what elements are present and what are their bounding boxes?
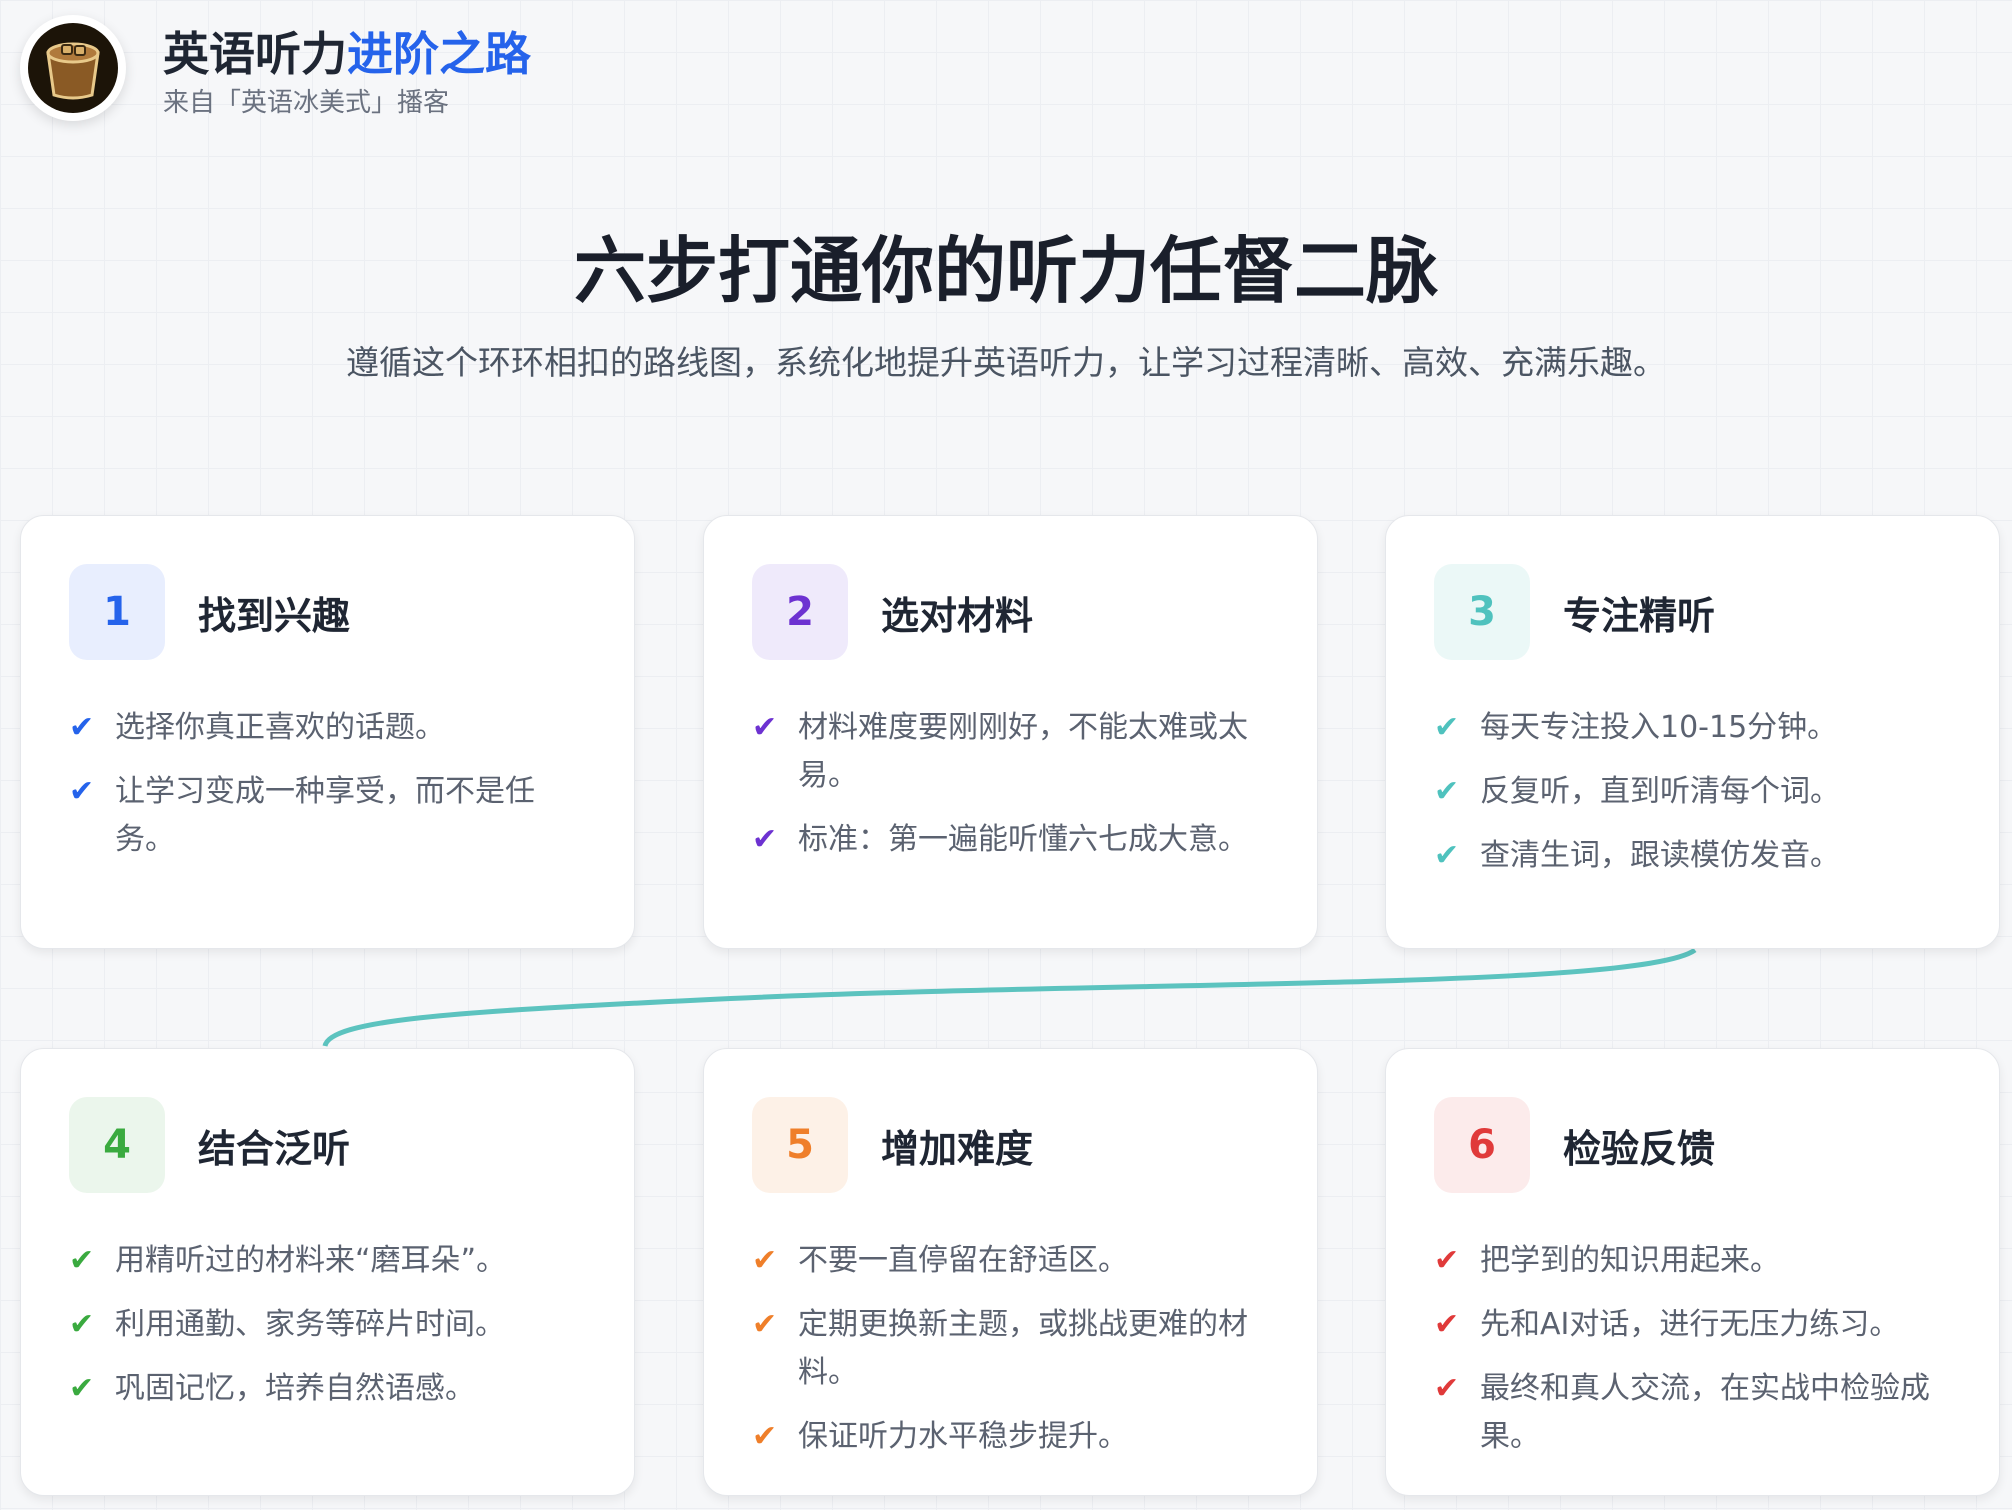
list-item-text: 用精听过的材料来“磨耳朵”。	[115, 1243, 507, 1278]
list-item-text: 让学习变成一种享受，而不是任务。	[115, 774, 535, 857]
check-icon: ✔	[1434, 1371, 1460, 1406]
check-icon: ✔	[69, 1371, 95, 1406]
list-item: ✔ 把学到的知识用起来。	[1434, 1237, 1951, 1285]
step-number-badge: 3	[1434, 564, 1530, 660]
step-card-2: 2 选对材料 ✔ 材料难度要刚刚好，不能太难或太易。 ✔ 标准：第一遍能听懂六七成大意。	[703, 515, 1318, 949]
list-item-text: 查清生词，跟读模仿发音。	[1480, 838, 1840, 873]
list-item: ✔ 材料难度要刚刚好，不能太难或太易。	[752, 704, 1269, 800]
list-item-text: 不要一直停留在舒适区。	[798, 1243, 1128, 1278]
podcast-logo	[20, 15, 126, 121]
list-item-text: 选择你真正喜欢的话题。	[115, 710, 445, 745]
list-item: ✔ 查清生词，跟读模仿发音。	[1434, 832, 1951, 880]
check-icon: ✔	[752, 1419, 778, 1454]
iced-coffee-icon	[28, 23, 118, 113]
step-list: ✔ 用精听过的材料来“磨耳朵”。 ✔ 利用通勤、家务等碎片时间。 ✔ 巩固记忆，培养自然语…	[69, 1237, 586, 1413]
list-item: ✔ 用精听过的材料来“磨耳朵”。	[69, 1237, 586, 1285]
step-header: 4 结合泛听	[69, 1097, 586, 1193]
step-header: 2 选对材料	[752, 564, 1269, 660]
check-icon: ✔	[1434, 1307, 1460, 1342]
list-item: ✔ 先和AI对话，进行无压力练习。	[1434, 1301, 1951, 1349]
list-item: ✔ 标准：第一遍能听懂六七成大意。	[752, 816, 1269, 864]
list-item-text: 保证听力水平稳步提升。	[798, 1419, 1128, 1454]
step-list: ✔ 材料难度要刚刚好，不能太难或太易。 ✔ 标准：第一遍能听懂六七成大意。	[752, 704, 1269, 864]
list-item: ✔ 利用通勤、家务等碎片时间。	[69, 1301, 586, 1349]
list-item-text: 最终和真人交流，在实战中检验成果。	[1480, 1371, 1930, 1454]
check-icon: ✔	[1434, 1243, 1460, 1278]
step-title: 增加难度	[881, 1126, 1034, 1171]
step-list: ✔ 把学到的知识用起来。 ✔ 先和AI对话，进行无压力练习。 ✔ 最终和真人交流，在实战中…	[1434, 1237, 1951, 1461]
step-number-badge: 5	[752, 1097, 848, 1193]
step-card-4: 4 结合泛听 ✔ 用精听过的材料来“磨耳朵”。 ✔ 利用通勤、家务等碎片时间。 ✔ 巩固记忆，…	[20, 1048, 635, 1496]
page-title: 六步打通你的听力任督二脉	[573, 229, 1438, 313]
step-number-badge: 4	[69, 1097, 165, 1193]
step-header: 6 检验反馈	[1434, 1097, 1951, 1193]
step-number-badge: 6	[1434, 1097, 1530, 1193]
step-title: 专注精听	[1563, 593, 1716, 638]
list-item: ✔ 定期更换新主题，或挑战更难的材料。	[752, 1301, 1269, 1397]
step-card-6: 6 检验反馈 ✔ 把学到的知识用起来。 ✔ 先和AI对话，进行无压力练习。 ✔ 最终和真人交流…	[1385, 1048, 2000, 1496]
list-item: ✔ 不要一直停留在舒适区。	[752, 1237, 1269, 1285]
step-title: 选对材料	[881, 593, 1034, 638]
check-icon: ✔	[69, 710, 95, 745]
list-item-text: 定期更换新主题，或挑战更难的材料。	[798, 1307, 1248, 1390]
list-item-text: 反复听，直到听清每个词。	[1480, 774, 1840, 809]
step-title: 检验反馈	[1563, 1126, 1716, 1171]
step-list: ✔ 每天专注投入10-15分钟。 ✔ 反复听，直到听清每个词。 ✔ 查清生词，跟读模仿发音…	[1434, 704, 1951, 880]
list-item-text: 先和AI对话，进行无压力练习。	[1480, 1307, 1900, 1342]
step-title: 找到兴趣	[198, 593, 351, 638]
list-item-text: 标准：第一遍能听懂六七成大意。	[798, 822, 1248, 857]
step-list: ✔ 选择你真正喜欢的话题。 ✔ 让学习变成一种享受，而不是任务。	[69, 704, 586, 864]
list-item-text: 利用通勤、家务等碎片时间。	[115, 1307, 505, 1342]
list-item-text: 把学到的知识用起来。	[1480, 1243, 1780, 1278]
step-card-3: 3 专注精听 ✔ 每天专注投入10-15分钟。 ✔ 反复听，直到听清每个词。 ✔ 查清生词，跟…	[1385, 515, 2000, 949]
step-number-badge: 2	[752, 564, 848, 660]
check-icon: ✔	[69, 1307, 95, 1342]
step-header: 3 专注精听	[1434, 564, 1951, 660]
brand-title: 英语听力进阶之路	[163, 27, 531, 81]
step-card-5: 5 增加难度 ✔ 不要一直停留在舒适区。 ✔ 定期更换新主题，或挑战更难的材料。 ✔ 保证听力…	[703, 1048, 1318, 1496]
step-title: 结合泛听	[198, 1126, 351, 1171]
list-item: ✔ 让学习变成一种享受，而不是任务。	[69, 768, 586, 864]
check-icon: ✔	[1434, 838, 1460, 873]
brand-subtitle: 来自「英语冰美式」播客	[163, 88, 450, 118]
check-icon: ✔	[752, 1307, 778, 1342]
list-item: ✔ 选择你真正喜欢的话题。	[69, 704, 586, 752]
list-item-text: 材料难度要刚刚好，不能太难或太易。	[798, 710, 1248, 793]
check-icon: ✔	[1434, 710, 1460, 745]
list-item: ✔ 巩固记忆，培养自然语感。	[69, 1365, 586, 1413]
list-item: ✔ 最终和真人交流，在实战中检验成果。	[1434, 1365, 1951, 1461]
step-header: 1 找到兴趣	[69, 564, 586, 660]
step-header: 5 增加难度	[752, 1097, 1269, 1193]
list-item: ✔ 保证听力水平稳步提升。	[752, 1413, 1269, 1461]
step-number-badge: 1	[69, 564, 165, 660]
list-item: ✔ 每天专注投入10-15分钟。	[1434, 704, 1951, 752]
check-icon: ✔	[752, 710, 778, 745]
step-card-1: 1 找到兴趣 ✔ 选择你真正喜欢的话题。 ✔ 让学习变成一种享受，而不是任务。	[20, 515, 635, 949]
check-icon: ✔	[752, 822, 778, 857]
step-list: ✔ 不要一直停留在舒适区。 ✔ 定期更换新主题，或挑战更难的材料。 ✔ 保证听力水平稳步提…	[752, 1237, 1269, 1461]
check-icon: ✔	[752, 1243, 778, 1278]
check-icon: ✔	[69, 1243, 95, 1278]
check-icon: ✔	[69, 774, 95, 809]
list-item: ✔ 反复听，直到听清每个词。	[1434, 768, 1951, 816]
list-item-text: 每天专注投入10-15分钟。	[1480, 710, 1838, 745]
page-subtitle: 遵循这个环环相扣的路线图，系统化地提升英语听力，让学习过程清晰、高效、充满乐趣。	[346, 343, 1666, 382]
check-icon: ✔	[1434, 774, 1460, 809]
list-item-text: 巩固记忆，培养自然语感。	[115, 1371, 475, 1406]
